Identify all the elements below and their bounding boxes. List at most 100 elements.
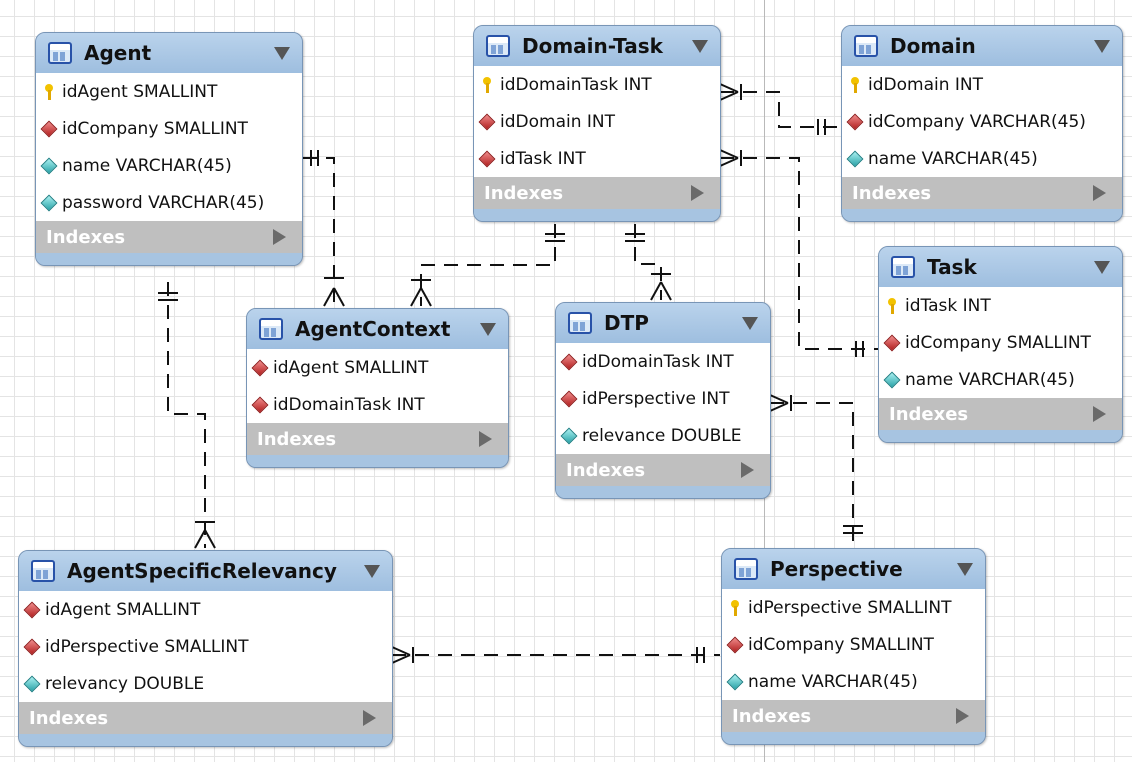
- column-row[interactable]: idDomainTask INT: [556, 343, 770, 380]
- column-row[interactable]: name VARCHAR(45): [36, 147, 302, 184]
- rel-perspective-dtp[interactable]: [769, 394, 863, 546]
- expand-arrow-icon[interactable]: [273, 229, 286, 245]
- expand-arrow-icon[interactable]: [691, 185, 704, 201]
- column-label: idDomain INT: [868, 74, 983, 95]
- table-icon: [259, 318, 283, 340]
- column-label: name VARCHAR(45): [748, 671, 918, 692]
- column-row[interactable]: idCompany SMALLINT: [722, 626, 985, 663]
- entity-footer: [879, 430, 1122, 442]
- entity-header[interactable]: Perspective: [722, 549, 985, 589]
- column-row[interactable]: idDomain INT: [842, 66, 1122, 103]
- indexes-section[interactable]: Indexes: [36, 221, 302, 253]
- column-row[interactable]: idCompany SMALLINT: [36, 110, 302, 147]
- entity-task[interactable]: Task idTask INT idCompany SMALLINT name VAR…: [878, 246, 1123, 443]
- column-row[interactable]: name VARCHAR(45): [842, 140, 1122, 177]
- entity-title: AgentContext: [295, 317, 451, 341]
- column-row[interactable]: name VARCHAR(45): [722, 663, 985, 700]
- rel-agent-agentspecificrelevancy[interactable]: [158, 282, 216, 549]
- collapse-caret-icon[interactable]: [742, 316, 758, 330]
- column-label: name VARCHAR(45): [62, 155, 232, 176]
- column-row[interactable]: idCompany VARCHAR(45): [842, 103, 1122, 140]
- rel-agent-agentcontext[interactable]: [303, 150, 345, 307]
- entity-header[interactable]: Domain-Task: [474, 26, 720, 66]
- column-row[interactable]: idAgent SMALLINT: [19, 591, 392, 628]
- entity-footer: [556, 486, 770, 498]
- column-row[interactable]: idCompany SMALLINT: [879, 324, 1122, 361]
- expand-arrow-icon[interactable]: [956, 708, 969, 724]
- collapse-caret-icon[interactable]: [1094, 260, 1110, 274]
- column-row[interactable]: idPerspective INT: [556, 380, 770, 417]
- column-label: relevancy DOUBLE: [45, 673, 205, 694]
- column-label: relevance DOUBLE: [582, 425, 742, 446]
- entity-domain[interactable]: Domain idDomain INT idCompany VARCHAR(45) n…: [841, 25, 1123, 222]
- entity-header[interactable]: Agent: [36, 33, 302, 73]
- indexes-section[interactable]: Indexes: [842, 177, 1122, 209]
- indexes-section[interactable]: Indexes: [556, 454, 770, 486]
- expand-arrow-icon[interactable]: [363, 710, 376, 726]
- collapse-caret-icon[interactable]: [692, 39, 708, 53]
- rel-task-domaintask[interactable]: [719, 149, 878, 357]
- entity-footer: [842, 209, 1122, 221]
- entity-header[interactable]: DTP: [556, 303, 770, 343]
- collapse-caret-icon[interactable]: [1094, 39, 1110, 53]
- indexes-label: Indexes: [566, 459, 646, 481]
- column-row[interactable]: idAgent SMALLINT: [36, 73, 302, 110]
- column-label: idPerspective INT: [582, 388, 730, 409]
- column-label: password VARCHAR(45): [62, 192, 265, 213]
- expand-arrow-icon[interactable]: [1093, 185, 1106, 201]
- column-row[interactable]: name VARCHAR(45): [879, 361, 1122, 398]
- column-label: idCompany SMALLINT: [905, 332, 1091, 353]
- column-row[interactable]: relevancy DOUBLE: [19, 665, 392, 702]
- column-row[interactable]: idDomainTask INT: [474, 66, 720, 103]
- column-label: idCompany SMALLINT: [748, 634, 934, 655]
- entity-header[interactable]: AgentSpecificRelevancy: [19, 551, 392, 591]
- primary-key-icon: [45, 83, 53, 100]
- column-row[interactable]: idPerspective SMALLINT: [19, 628, 392, 665]
- foreign-key-icon: [726, 636, 744, 653]
- expand-arrow-icon[interactable]: [479, 431, 492, 447]
- column-row[interactable]: idDomainTask INT: [247, 386, 508, 423]
- expand-arrow-icon[interactable]: [741, 462, 754, 478]
- rel-perspective-agentspecificrelevancy[interactable]: [391, 646, 720, 664]
- entity-title: Agent: [84, 41, 152, 65]
- rel-domain-domaintask[interactable]: [719, 83, 842, 135]
- expand-arrow-icon[interactable]: [1093, 406, 1106, 422]
- collapse-caret-icon[interactable]: [364, 564, 380, 578]
- column-marker: [23, 638, 41, 655]
- indexes-section[interactable]: Indexes: [19, 702, 392, 734]
- rel-domaintask-agentcontext[interactable]: [410, 224, 565, 307]
- rel-domaintask-dtp[interactable]: [625, 224, 672, 301]
- collapse-caret-icon[interactable]: [480, 322, 496, 336]
- column-row[interactable]: idAgent SMALLINT: [247, 349, 508, 386]
- collapse-caret-icon[interactable]: [957, 562, 973, 576]
- column-row[interactable]: idTask INT: [474, 140, 720, 177]
- collapse-caret-icon[interactable]: [274, 46, 290, 60]
- attribute-diamond-icon: [23, 675, 41, 692]
- indexes-section[interactable]: Indexes: [247, 423, 508, 455]
- indexes-section[interactable]: Indexes: [879, 398, 1122, 430]
- column-label: idTask INT: [905, 295, 991, 316]
- foreign-key-icon: [251, 359, 269, 376]
- column-row[interactable]: password VARCHAR(45): [36, 184, 302, 221]
- column-list: idDomain INT idCompany VARCHAR(45) name VA…: [842, 66, 1122, 177]
- column-row[interactable]: idPerspective SMALLINT: [722, 589, 985, 626]
- column-row[interactable]: idTask INT: [879, 287, 1122, 324]
- entity-header[interactable]: Task: [879, 247, 1122, 287]
- column-row[interactable]: relevance DOUBLE: [556, 417, 770, 454]
- attribute-diamond-icon: [40, 157, 58, 174]
- primary-key-icon: [888, 297, 896, 314]
- entity-header[interactable]: Domain: [842, 26, 1122, 66]
- column-row[interactable]: idDomain INT: [474, 103, 720, 140]
- indexes-section[interactable]: Indexes: [722, 700, 985, 732]
- column-label: idCompany VARCHAR(45): [868, 111, 1086, 132]
- indexes-section[interactable]: Indexes: [474, 177, 720, 209]
- entity-header[interactable]: AgentContext: [247, 309, 508, 349]
